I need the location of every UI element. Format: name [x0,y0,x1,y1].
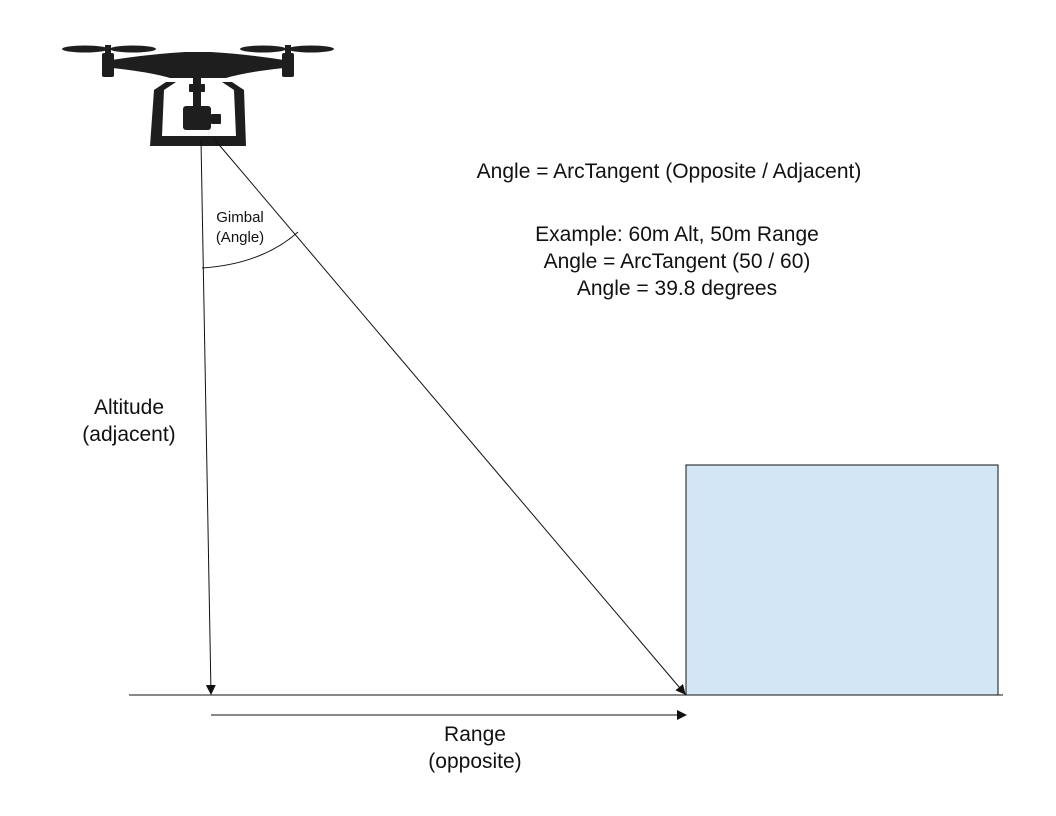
altitude-arrow [200,139,216,695]
example-line-1: Example: 60m Alt, 50m Range [535,223,819,246]
range-label-line-1: Range [444,723,506,746]
line-of-sight-arrow [214,139,686,695]
camera-icon [183,106,221,130]
gimbal-label-line-2: (Angle) [216,229,264,246]
gimbal-label-line-1: Gimbal [216,209,264,226]
formula-label: Angle = ArcTangent (Opposite / Adjacent) [477,160,862,183]
example-line-2: Angle = ArcTangent (50 / 60) [544,250,811,273]
altitude-label-line-1: Altitude [94,396,164,419]
example-line-3: Angle = 39.8 degrees [577,277,777,300]
range-label-line-2: (opposite) [428,750,521,773]
altitude-label-line-2: (adjacent) [82,423,175,446]
gimbal-angle-arc [201,231,299,269]
drone-icon [62,45,334,146]
target-building [685,464,999,696]
